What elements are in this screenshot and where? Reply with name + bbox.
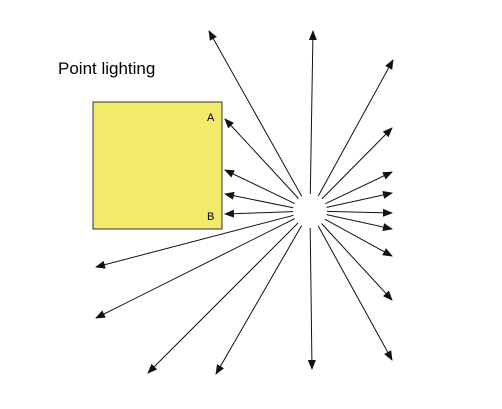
point-a-label: A — [207, 112, 215, 124]
light-ray-arrow — [324, 218, 393, 257]
diagram-title: Point lighting — [58, 59, 155, 78]
light-rays — [95, 30, 394, 375]
light-ray-arrow — [224, 209, 294, 218]
light-ray-arrow — [326, 214, 393, 231]
light-ray-arrow — [325, 171, 393, 205]
light-ray-arrow — [224, 118, 299, 199]
light-ray-arrow — [224, 169, 295, 205]
light-ray-arrow — [307, 227, 316, 370]
light-ray-arrow — [224, 191, 294, 209]
light-ray-arrow — [208, 30, 303, 197]
light-ray-arrow — [317, 59, 394, 197]
light-ray-arrow — [147, 222, 299, 374]
light-ray-arrow — [95, 218, 296, 319]
light-ray-arrow — [308, 30, 317, 195]
light-ray-arrow — [321, 127, 393, 200]
light-ray-arrow — [321, 223, 393, 301]
light-ray-arrow — [326, 208, 393, 217]
light-ray-arrow — [317, 225, 393, 361]
light-ray-arrow — [326, 191, 393, 208]
light-ray-arrow — [95, 214, 294, 269]
light-ray-arrow — [215, 225, 302, 375]
lit-surface — [92, 101, 223, 230]
point-b-label: B — [207, 211, 214, 223]
